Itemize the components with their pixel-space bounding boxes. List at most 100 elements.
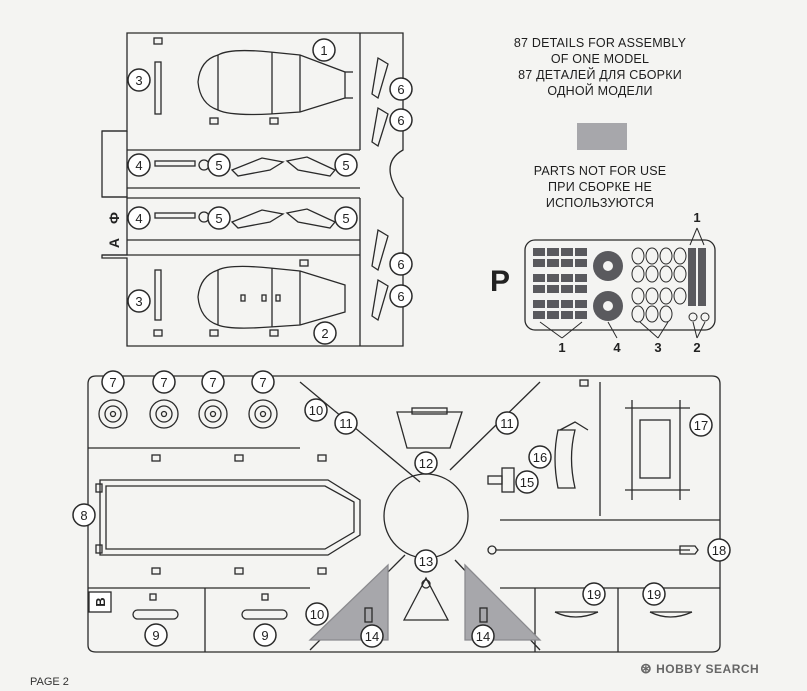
callout-b-7: 7 xyxy=(101,370,125,394)
callout-label: 7 xyxy=(259,375,266,390)
p-label-1-top: 1 xyxy=(693,210,700,225)
callout-b-16: 16 xyxy=(528,445,552,469)
unused-parts-note: PARTS NOT FOR USE ПРИ СБОРКЕ НЕ ИСПОЛЬЗУ… xyxy=(495,163,705,211)
sprue-p-letter: P xyxy=(490,265,510,298)
callout-a-6d: 6 xyxy=(389,284,413,308)
callout-b-12: 12 xyxy=(414,451,438,475)
callout-label: 11 xyxy=(500,416,514,431)
note-line: OF ONE MODEL xyxy=(550,52,650,66)
callout-b-9b: 9 xyxy=(253,623,277,647)
sprue-p xyxy=(524,227,716,339)
note-line: 87 ДЕТАЛЕЙ ДЛЯ СБОРКИ xyxy=(518,68,682,82)
p-label-3: 3 xyxy=(654,340,661,355)
callout-label: 17 xyxy=(694,418,708,433)
callout-label: 5 xyxy=(342,158,349,173)
callout-label: 5 xyxy=(215,158,222,173)
callout-b-10: 10 xyxy=(304,398,328,422)
callout-label: 9 xyxy=(152,628,159,643)
callout-label: 12 xyxy=(419,456,433,471)
callout-label: 11 xyxy=(339,416,353,431)
callout-label: 3 xyxy=(135,73,142,88)
callout-label: 7 xyxy=(109,375,116,390)
callout-a-5b: 5 xyxy=(334,153,358,177)
sprue-a-letter: A xyxy=(106,238,122,248)
callout-label: 6 xyxy=(397,289,404,304)
p-label-2: 2 xyxy=(693,340,700,355)
watermark: ⊛ HOBBY SEARCH xyxy=(640,660,759,677)
callout-label: 6 xyxy=(397,82,404,97)
callout-b-8: 8 xyxy=(72,503,96,527)
callout-a-4b: 4 xyxy=(127,206,151,230)
wheels xyxy=(98,399,278,429)
callout-b-14b: 14 xyxy=(471,624,495,648)
callout-label: 14 xyxy=(476,629,490,644)
p-labels: 1 1 2 3 4 xyxy=(558,210,700,355)
callout-b-9: 9 xyxy=(144,623,168,647)
unused-wedge-right xyxy=(464,563,542,641)
callouts: 1 2 3 3 4 4 5 5 5 5 6 6 6 6 7 7 7 7 8 9 … xyxy=(72,38,731,648)
callout-b-15: 15 xyxy=(515,470,539,494)
unused-wedge-left xyxy=(308,563,389,641)
assembly-count-note: 87 DETAILS FOR ASSEMBLY OF ONE MODEL 87 … xyxy=(505,35,695,99)
callout-label: 13 xyxy=(419,554,433,569)
callout-label: 10 xyxy=(309,403,323,418)
callout-b-13: 13 xyxy=(414,549,438,573)
callout-b-17: 17 xyxy=(689,413,713,437)
sprue-b xyxy=(87,375,721,653)
central-hub xyxy=(383,473,469,559)
callout-a-2: 2 xyxy=(313,321,337,345)
callout-b-19: 19 xyxy=(582,582,606,606)
sprue-a xyxy=(101,32,404,347)
callout-b-11: 11 xyxy=(334,411,358,435)
sprue-b-letter: B xyxy=(93,597,108,606)
callout-label: 9 xyxy=(261,628,268,643)
callout-label: 10 xyxy=(310,607,324,622)
callout-a-3: 3 xyxy=(127,68,151,92)
page-label: PAGE 2 xyxy=(30,676,69,688)
callout-b-7d: 7 xyxy=(251,370,275,394)
callout-label: 15 xyxy=(520,475,534,490)
long-hull-part xyxy=(99,479,361,556)
sprue-a-letter-cyrillic: Ф xyxy=(106,212,122,224)
callout-a-5: 5 xyxy=(207,153,231,177)
callout-b-11b: 11 xyxy=(495,411,519,435)
callout-a-3b: 3 xyxy=(127,289,151,313)
callout-label: 3 xyxy=(135,294,142,309)
callout-label: 6 xyxy=(397,257,404,272)
callout-a-6: 6 xyxy=(389,77,413,101)
callout-a-6c: 6 xyxy=(389,252,413,276)
callout-b-19b: 19 xyxy=(642,582,666,606)
callout-label: 7 xyxy=(209,375,216,390)
callout-label: 1 xyxy=(320,43,327,58)
note-line: 87 DETAILS FOR ASSEMBLY xyxy=(513,36,687,50)
callout-a-5c: 5 xyxy=(207,206,231,230)
engine-nacelle-lower xyxy=(197,265,346,329)
note-line: PARTS NOT FOR USE xyxy=(533,164,667,178)
callout-a-5d: 5 xyxy=(334,206,358,230)
callout-label: 18 xyxy=(712,543,726,558)
callout-b-18: 18 xyxy=(707,538,731,562)
callout-a-4: 4 xyxy=(127,153,151,177)
callout-label: 14 xyxy=(365,629,379,644)
callout-b-10b: 10 xyxy=(305,602,329,626)
photo-etch-plate xyxy=(524,239,716,331)
sprue-b-frame xyxy=(87,375,721,653)
callout-label: 19 xyxy=(587,587,601,602)
callout-b-7b: 7 xyxy=(152,370,176,394)
callout-label: 6 xyxy=(397,113,404,128)
watermark-logo-icon: ⊛ xyxy=(640,660,653,676)
callout-label: 5 xyxy=(342,211,349,226)
callout-a-1: 1 xyxy=(312,38,336,62)
callout-label: 4 xyxy=(135,158,142,173)
p-label-4: 4 xyxy=(613,340,621,355)
callout-label: 8 xyxy=(80,508,87,523)
callout-label: 7 xyxy=(160,375,167,390)
watermark-text: HOBBY SEARCH xyxy=(656,662,760,676)
engine-nacelle-upper xyxy=(197,49,353,116)
note-line: ПРИ СБОРКЕ НЕ ИСПОЛЬЗУЮТСЯ xyxy=(545,180,655,210)
p-label-1: 1 xyxy=(558,340,565,355)
callout-b-14: 14 xyxy=(360,624,384,648)
callout-b-7c: 7 xyxy=(201,370,225,394)
callout-label: 4 xyxy=(135,211,142,226)
